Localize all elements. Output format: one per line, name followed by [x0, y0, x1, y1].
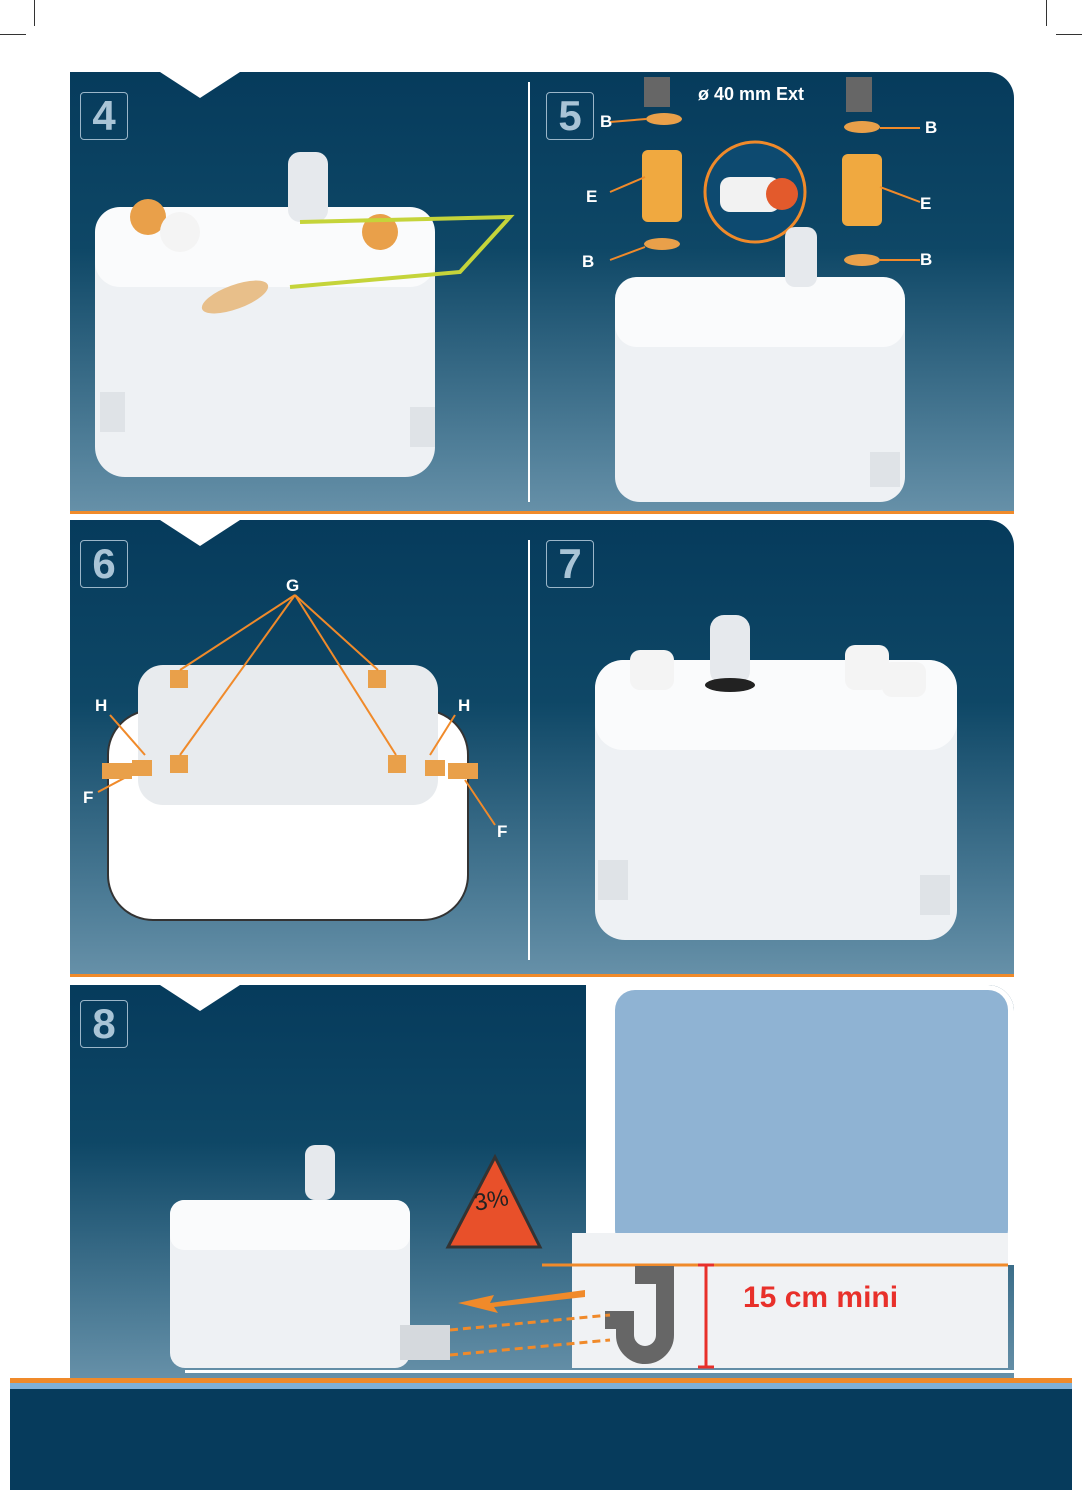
label-b: B	[600, 112, 613, 131]
pump-illustration-5	[609, 77, 921, 502]
divider	[528, 540, 530, 960]
step-number: 6	[80, 540, 128, 588]
row-steps-4-5: 4 5 ø 40 mm Ext B B E E B B	[70, 72, 1014, 514]
slope-warning-label: 3%	[471, 1184, 511, 1217]
label-b: B	[925, 118, 938, 137]
notch	[160, 72, 240, 98]
minimum-height-label: 15 cm mini	[743, 1281, 899, 1314]
notch	[160, 985, 240, 1011]
crop-mark	[1046, 0, 1047, 26]
pump-illustration-4	[95, 152, 515, 477]
crop-mark	[0, 34, 26, 35]
label-f: F	[497, 822, 508, 841]
step-number: 7	[546, 540, 594, 588]
divider	[528, 82, 530, 502]
label-g: G	[286, 576, 300, 595]
notch	[160, 520, 240, 546]
footer-band	[10, 1378, 1072, 1490]
label-b: B	[582, 252, 595, 271]
label-e: E	[920, 194, 932, 213]
pump-illustration-6	[97, 594, 496, 921]
step-number: 5	[546, 92, 594, 140]
crop-mark	[1056, 34, 1082, 35]
label-h: H	[458, 696, 471, 715]
pump-illustration-7	[595, 615, 957, 940]
label-h: H	[95, 696, 108, 715]
row-steps-6-7: 6 G H H F F 7	[70, 520, 1014, 977]
label-b: B	[920, 250, 933, 269]
pipe-diameter-caption: ø 40 mm Ext	[698, 84, 805, 104]
step-number: 4	[80, 92, 128, 140]
label-f: F	[83, 788, 94, 807]
row-step-8: 8 3% 15 cm mini	[70, 985, 1014, 1378]
step-number: 8	[80, 1000, 128, 1048]
installation-illustration-8	[170, 985, 1014, 1373]
label-e: E	[586, 187, 598, 206]
crop-mark	[34, 0, 35, 26]
